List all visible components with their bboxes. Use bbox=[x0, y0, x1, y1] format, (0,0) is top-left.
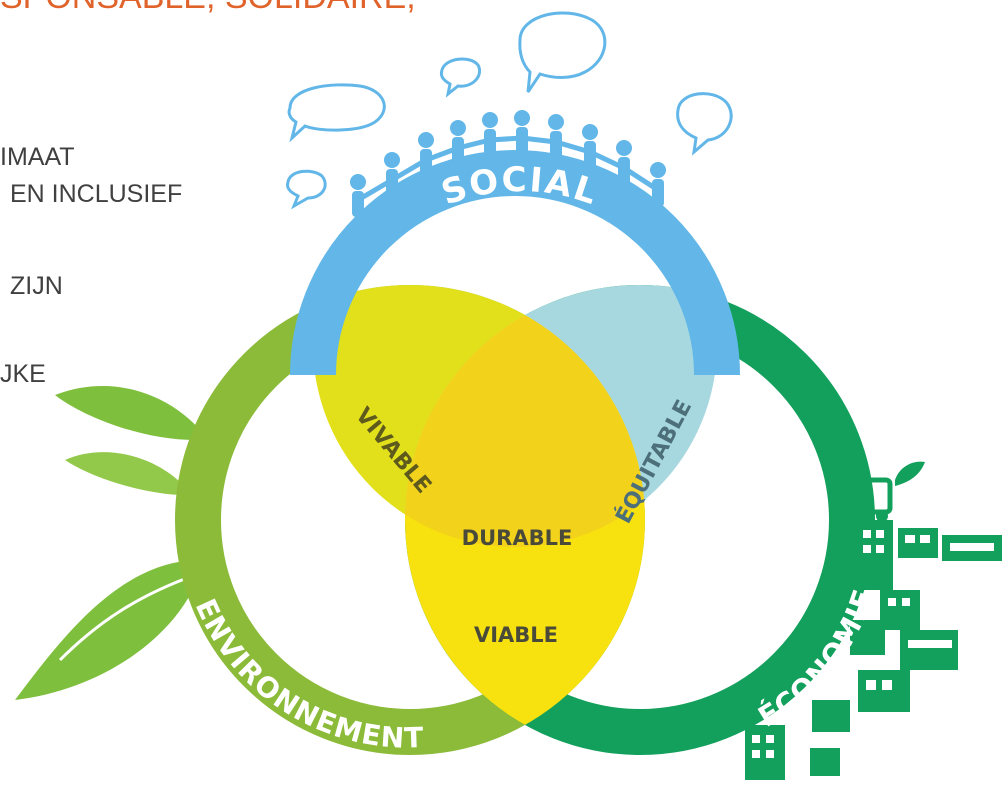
people-chain-icon bbox=[350, 110, 666, 217]
bullet-line-1: IMAAT bbox=[0, 143, 75, 171]
building-icon bbox=[745, 520, 1002, 780]
speech-bubble-icon bbox=[286, 11, 733, 210]
durable-label: DURABLE bbox=[462, 526, 573, 550]
social-ring bbox=[290, 150, 740, 376]
bullet-line-3: ZIJN bbox=[10, 272, 63, 300]
bullet-line-4: JKE bbox=[0, 360, 46, 388]
viable-label: VIABLE bbox=[474, 623, 558, 647]
page-heading: SPONSABLE, SOLIDAIRE, bbox=[0, 0, 1007, 17]
car-icon bbox=[845, 461, 925, 522]
leaf-icon bbox=[15, 386, 215, 700]
environnement-label: ENVIRONNEMENT bbox=[189, 594, 425, 755]
bullet-line-2: EN INCLUSIEF bbox=[10, 180, 183, 208]
